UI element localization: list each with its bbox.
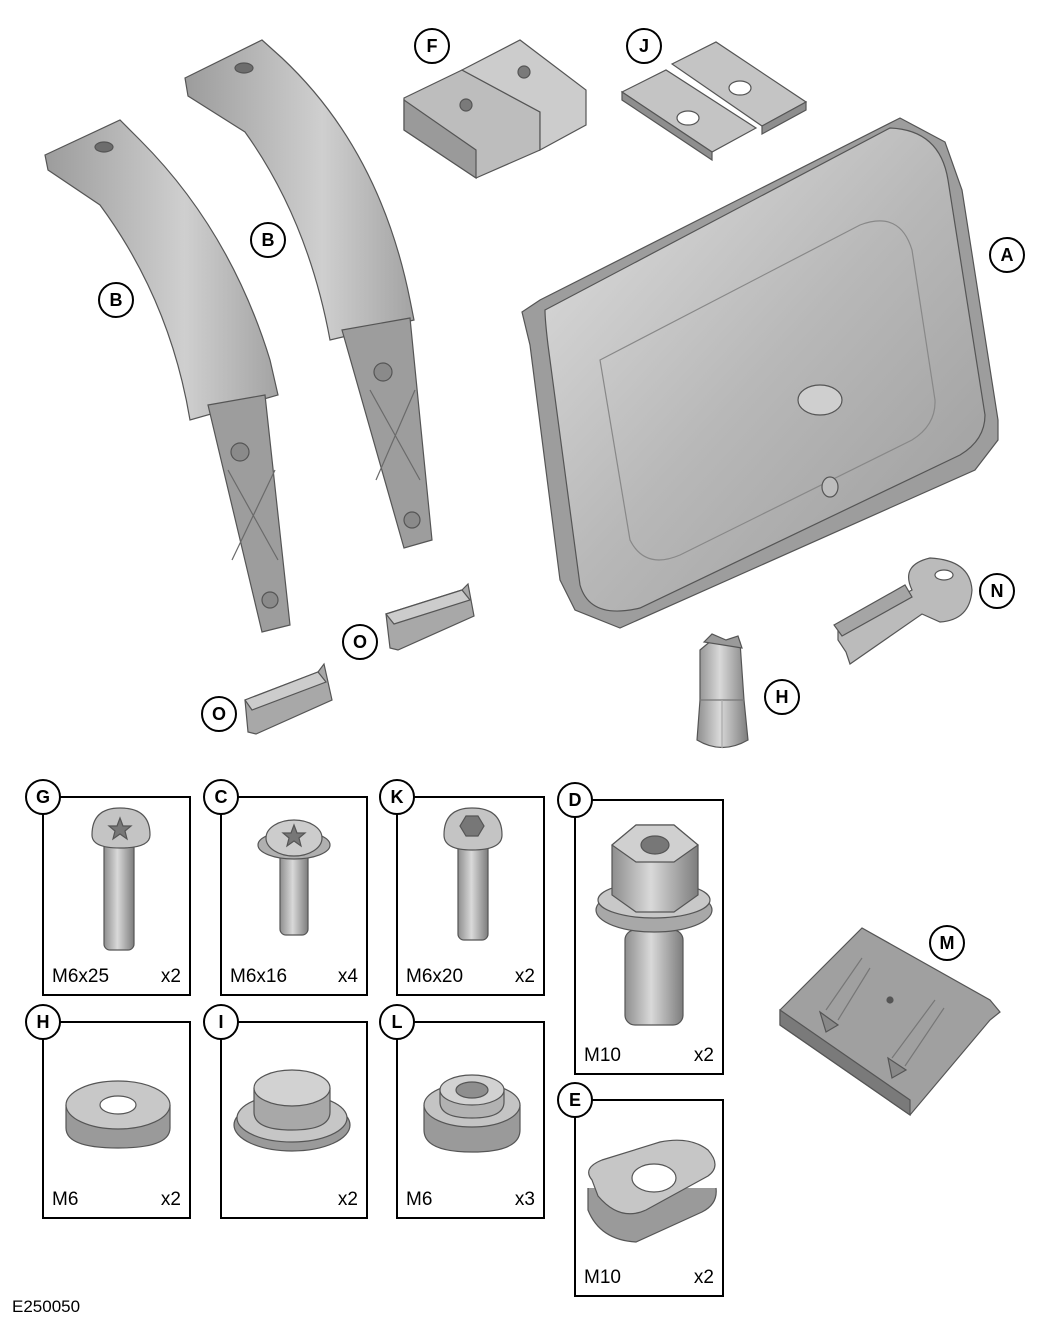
end-cap-o-upper-icon bbox=[384, 582, 475, 651]
spec-d: M10 bbox=[584, 1045, 621, 1066]
bolt-k-icon bbox=[443, 807, 503, 941]
callout-o-lower: O bbox=[201, 696, 237, 732]
spacer-blocks-f-icon bbox=[403, 39, 587, 180]
bracket-b-right-icon bbox=[184, 39, 433, 549]
clip-plate-m-icon bbox=[779, 927, 1001, 1117]
callout-h-bit: H bbox=[764, 679, 800, 715]
callout-d: D bbox=[557, 782, 593, 818]
callout-f: F bbox=[414, 28, 450, 64]
spec-h: M6 bbox=[52, 1189, 79, 1210]
spec-e: M10 bbox=[584, 1267, 621, 1288]
callout-g: G bbox=[25, 779, 61, 815]
callout-m: M bbox=[929, 925, 965, 961]
bolt-d-icon bbox=[595, 824, 713, 1026]
plug-cap-i-icon bbox=[233, 1069, 351, 1152]
hardware-box-e: E M10 x2 bbox=[557, 1082, 724, 1297]
qty-e: x2 bbox=[693, 1267, 714, 1288]
callout-l: L bbox=[379, 1004, 415, 1040]
callout-k: K bbox=[379, 779, 415, 815]
torx-bit-h-icon bbox=[696, 633, 749, 749]
bolt-c-icon bbox=[257, 819, 331, 936]
qty-l: x3 bbox=[514, 1189, 535, 1210]
callout-b-left: B bbox=[98, 282, 134, 318]
callout-b-right: B bbox=[250, 222, 286, 258]
callout-c: C bbox=[203, 779, 239, 815]
keys-n-icon bbox=[833, 557, 973, 665]
hardware-box-g: G M6x25 x2 bbox=[25, 779, 191, 996]
hardware-box-h: H M6 x2 bbox=[25, 1004, 191, 1219]
callout-j: J bbox=[626, 28, 662, 64]
spacer-l-icon bbox=[423, 1074, 521, 1153]
qty-g: x2 bbox=[160, 966, 181, 987]
callout-e: E bbox=[557, 1082, 593, 1118]
qty-d: x2 bbox=[693, 1045, 714, 1066]
callout-i: I bbox=[203, 1004, 239, 1040]
hardware-box-l: L M6 x3 bbox=[379, 1004, 545, 1219]
bracket-b-left-icon bbox=[44, 119, 291, 633]
washer-e-icon bbox=[587, 1139, 717, 1243]
hardware-box-k: K M6x20 x2 bbox=[379, 779, 545, 996]
hardware-box-d: D M10 x2 bbox=[557, 782, 724, 1075]
hardware-box-c: C M6x16 x4 bbox=[203, 779, 368, 996]
callout-h: H bbox=[25, 1004, 61, 1040]
hardware-box-i: I x2 bbox=[203, 1004, 368, 1219]
storage-box-a-icon bbox=[521, 117, 999, 629]
qty-k: x2 bbox=[514, 966, 535, 987]
callout-o-upper: O bbox=[342, 624, 378, 660]
qty-c: x4 bbox=[337, 966, 358, 987]
washer-h-icon bbox=[65, 1080, 171, 1149]
spec-k: M6x20 bbox=[406, 966, 464, 987]
spec-c: M6x16 bbox=[230, 966, 288, 987]
shim-plates-j-icon bbox=[620, 41, 808, 162]
callout-n: N bbox=[979, 573, 1015, 609]
bolt-g-icon bbox=[91, 807, 151, 951]
callout-a: A bbox=[989, 237, 1025, 273]
qty-i: x2 bbox=[337, 1189, 358, 1210]
figure-reference: E250050 bbox=[12, 1297, 81, 1316]
spec-l: M6 bbox=[406, 1189, 433, 1210]
end-cap-o-lower-icon bbox=[244, 662, 333, 735]
spec-g: M6x25 bbox=[52, 966, 110, 987]
qty-h: x2 bbox=[160, 1189, 181, 1210]
